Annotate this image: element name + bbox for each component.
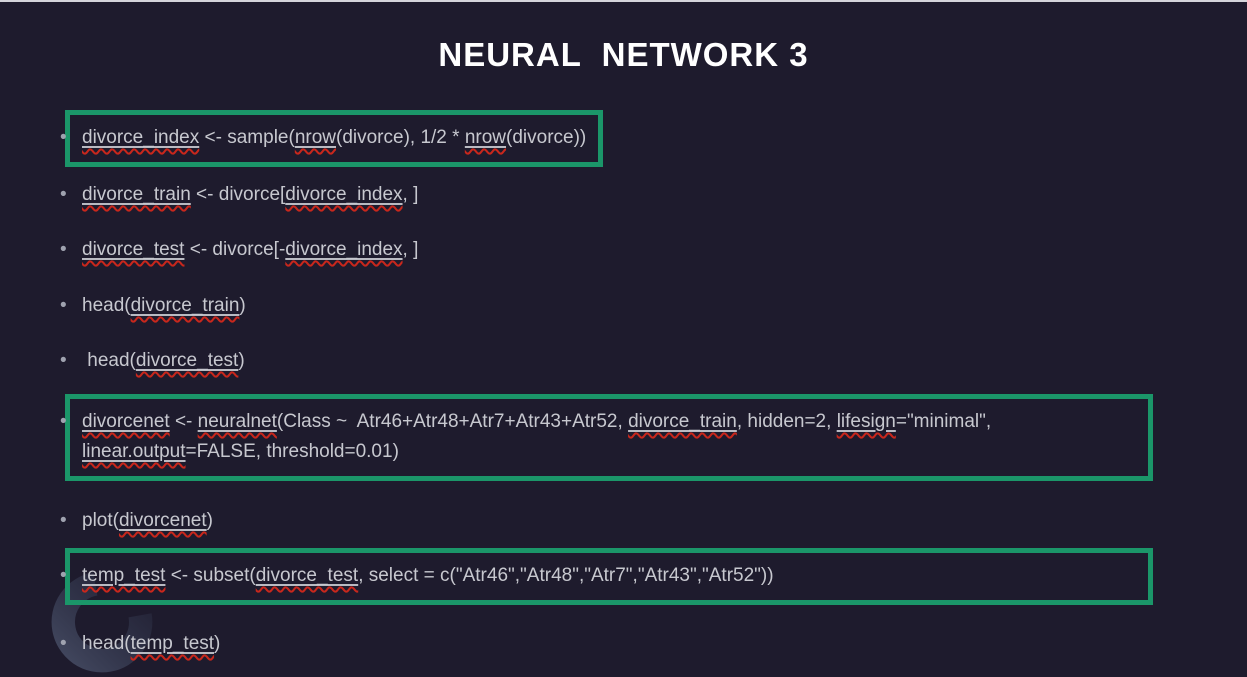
spellcheck-squiggle: temp_test bbox=[130, 633, 215, 654]
spellcheck-squiggle: neuralnet bbox=[197, 411, 277, 432]
code-token-flagged: temp_test bbox=[82, 565, 165, 586]
code-token-flagged: temp_test bbox=[131, 633, 214, 654]
code-line: plot(divorcenet) bbox=[82, 510, 213, 531]
code-text: head( bbox=[82, 350, 136, 371]
code-token-flagged: divorce_index bbox=[82, 127, 199, 148]
code-token-flagged: divorce_test bbox=[256, 565, 358, 586]
bullet-marker: • bbox=[60, 510, 67, 531]
decorative-ring-shape bbox=[51, 572, 153, 673]
code-line: divorce_test <- divorce[-divorce_index, … bbox=[82, 239, 418, 260]
code-line: head(temp_test) bbox=[82, 633, 220, 654]
code-text: , hidden=2, bbox=[736, 411, 837, 432]
code-text: <- divorce[ bbox=[190, 184, 286, 205]
spellcheck-squiggle: divorcenet bbox=[118, 510, 207, 531]
bullet-marker: • bbox=[60, 411, 67, 432]
highlight-box: divorce_index <- sample(nrow(divorce), 1… bbox=[65, 110, 604, 167]
code-text: (divorce)) bbox=[506, 127, 587, 148]
code-text: =FALSE, threshold=0.01) bbox=[185, 441, 399, 462]
code-token-flagged: lifesign bbox=[837, 411, 896, 432]
spellcheck-squiggle: divorce_test bbox=[82, 239, 185, 260]
code-text: , ] bbox=[402, 239, 419, 260]
spellcheck-squiggle: divorce_test bbox=[255, 565, 359, 586]
bullet-marker: • bbox=[60, 239, 67, 260]
spellcheck-squiggle: divorce_train bbox=[130, 295, 240, 316]
code-token-flagged: divorce_index bbox=[285, 184, 402, 205]
code-token-flagged: nrow bbox=[295, 127, 336, 148]
code-token-flagged: neuralnet bbox=[198, 411, 277, 432]
bullet-line: •temp_test <- subset(divorce_test, selec… bbox=[0, 548, 1247, 605]
bullet-marker: • bbox=[60, 350, 67, 371]
bullet-line: • head(temp_test) bbox=[0, 629, 1247, 659]
code-text: plot( bbox=[82, 510, 119, 531]
bullet-line: •divorcenet <- neuralnet(Class ~ Atr46+A… bbox=[0, 394, 1247, 481]
code-token-flagged: divorce_test bbox=[82, 239, 184, 260]
spellcheck-squiggle: divorce_index bbox=[285, 239, 403, 260]
bullet-marker: • bbox=[60, 633, 67, 654]
code-line: head(divorce_train) bbox=[82, 295, 246, 316]
code-text: (Class ~ Atr46+Atr48+Atr7+Atr43+Atr52, bbox=[276, 411, 629, 432]
code-text: , ] bbox=[402, 184, 419, 205]
code-token-flagged: divorce_train bbox=[82, 184, 191, 205]
code-token-flagged: linear.output bbox=[82, 441, 186, 462]
code-text: <- divorce[- bbox=[184, 239, 286, 260]
bullet-line: • divorce_train <- divorce[divorce_index,… bbox=[0, 180, 1247, 210]
spellcheck-squiggle: temp_test bbox=[82, 565, 166, 586]
bullet-marker: • bbox=[60, 295, 67, 316]
code-token-flagged: divorce_train bbox=[131, 295, 240, 316]
bullet-line: • head(divorce_test) bbox=[0, 346, 1247, 376]
code-token-flagged: divorce_test bbox=[136, 350, 238, 371]
code-token-flagged: divorcenet bbox=[82, 411, 170, 432]
bullet-list: •divorce_index <- sample(nrow(divorce), … bbox=[0, 110, 1247, 659]
code-line: divorce_train <- divorce[divorce_index, … bbox=[82, 184, 418, 205]
spellcheck-squiggle: divorce_index bbox=[285, 184, 403, 205]
bullet-marker: • bbox=[60, 184, 67, 205]
code-text: , select = c("Atr46","Atr48","Atr7","Atr… bbox=[358, 565, 774, 586]
bullet-line: •divorce_index <- sample(nrow(divorce), … bbox=[0, 110, 1247, 167]
code-text: ="minimal", bbox=[895, 411, 992, 432]
code-text: head( bbox=[82, 295, 131, 316]
slide-title: NEURAL NETWORK 3 bbox=[438, 36, 809, 73]
bullet-line: • head(divorce_train) bbox=[0, 291, 1247, 321]
code-text: ) bbox=[206, 510, 213, 531]
code-text: <- sample( bbox=[199, 127, 295, 148]
code-line: head(divorce_test) bbox=[82, 350, 245, 371]
code-text: ) bbox=[239, 295, 246, 316]
bullet-marker: • bbox=[60, 565, 67, 586]
bullet-marker: • bbox=[60, 127, 67, 148]
code-text: head( bbox=[82, 633, 131, 654]
bullet-line: • plot(divorcenet) bbox=[0, 506, 1247, 536]
code-token-flagged: nrow bbox=[465, 127, 506, 148]
bullet-line: • divorce_test <- divorce[-divorce_index,… bbox=[0, 235, 1247, 265]
code-text: <- bbox=[169, 411, 198, 432]
code-token-flagged: divorce_index bbox=[285, 239, 402, 260]
spellcheck-squiggle: divorce_index bbox=[82, 127, 200, 148]
code-text: ) bbox=[214, 633, 221, 654]
spellcheck-squiggle: divorce_train bbox=[82, 184, 191, 205]
spellcheck-squiggle: nrow bbox=[464, 127, 507, 148]
highlight-box: temp_test <- subset(divorce_test, select… bbox=[65, 548, 1153, 605]
highlight-box: divorcenet <- neuralnet(Class ~ Atr46+At… bbox=[65, 394, 1153, 481]
code-token-flagged: divorcenet bbox=[119, 510, 207, 531]
top-edge-line bbox=[0, 0, 1247, 2]
spellcheck-squiggle: divorce_test bbox=[135, 350, 239, 371]
code-text: (divorce), 1/2 * bbox=[336, 127, 465, 148]
spellcheck-squiggle: divorcenet bbox=[82, 411, 170, 432]
code-text: <- subset( bbox=[165, 565, 256, 586]
spellcheck-squiggle: linear.output bbox=[82, 441, 186, 462]
spellcheck-squiggle: lifesign bbox=[836, 411, 896, 432]
spellcheck-squiggle: nrow bbox=[294, 127, 336, 148]
code-text: ) bbox=[238, 350, 245, 371]
code-token-flagged: divorce_train bbox=[628, 411, 737, 432]
spellcheck-squiggle: divorce_train bbox=[628, 411, 737, 432]
